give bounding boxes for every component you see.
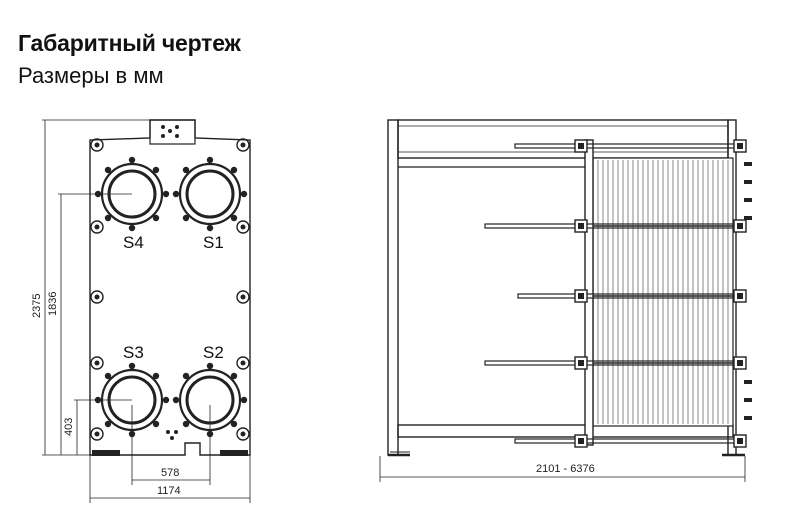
dim-length-range: 2101 - 6376 [536, 463, 595, 475]
dim-total-width: 1174 [157, 485, 181, 497]
dim-bottom-port: 403 [63, 418, 75, 436]
port-label-s3: S3 [123, 343, 144, 362]
plate-pack [584, 139, 740, 446]
dim-port-spacing: 578 [161, 467, 179, 479]
nozzle-s1 [172, 156, 248, 232]
side-view: 2101 - 6376 [379, 119, 752, 482]
dim-port-height: 1836 [47, 292, 59, 316]
drawing-title: Габаритный чертеж [18, 30, 241, 56]
port-label-s1: S1 [203, 233, 224, 252]
port-label-s2: S2 [203, 343, 224, 362]
dim-total-height: 2375 [31, 294, 43, 318]
drawing-subtitle: Размеры в мм [18, 63, 164, 88]
front-view: S4 S1 S3 S2 2375 1836 403 578 1174 [31, 119, 251, 503]
port-label-s4: S4 [123, 233, 144, 252]
